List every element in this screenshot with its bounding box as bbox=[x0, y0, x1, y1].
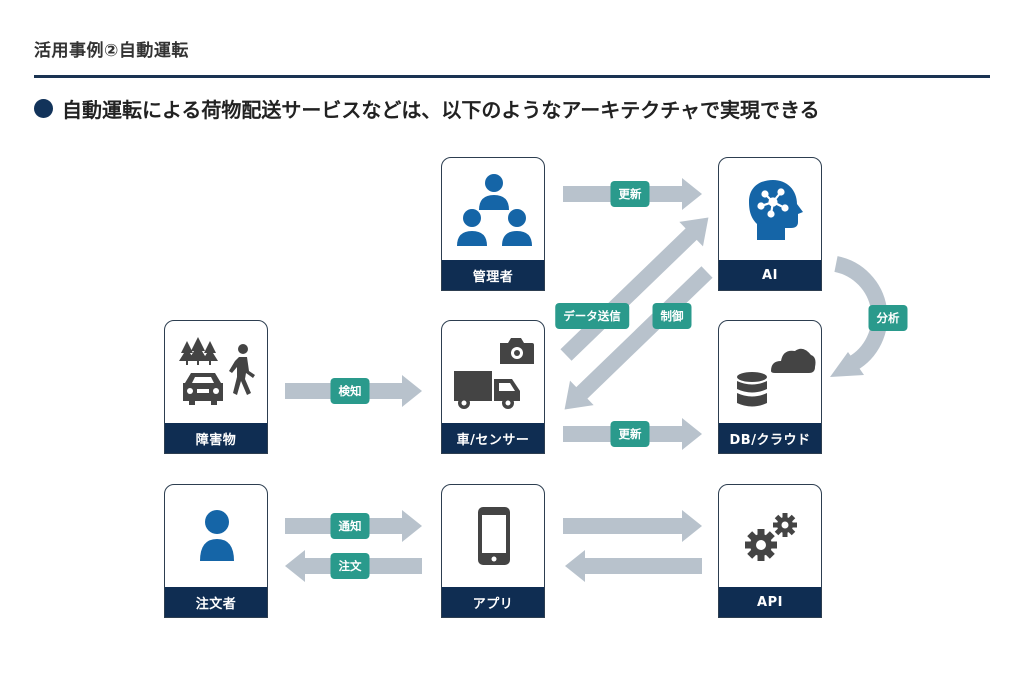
arrow-ai-to-vehicle bbox=[564, 266, 713, 410]
title-divider bbox=[34, 75, 990, 78]
edge-label-data-send: データ送信 bbox=[555, 303, 629, 329]
ai-head-icon bbox=[719, 158, 821, 261]
section-title: 活用事例②自動運転 bbox=[34, 41, 189, 61]
edge-label-control: 制御 bbox=[652, 303, 692, 329]
edge-label-notify: 通知 bbox=[330, 513, 370, 539]
obstacles-icon bbox=[165, 321, 267, 424]
person-icon bbox=[165, 485, 267, 588]
edge-label-update-ai: 更新 bbox=[610, 181, 650, 207]
headline-text: 自動運転による荷物配送サービスなどは、以下のようなアーキテクチャで実現できる bbox=[62, 98, 820, 122]
node-manager[interactable]: 管理者 bbox=[441, 157, 545, 291]
node-label: AI bbox=[719, 260, 821, 290]
headline: 自動運転による荷物配送サービスなどは、以下のようなアーキテクチャで実現できる bbox=[34, 94, 820, 123]
truck-camera-icon bbox=[442, 321, 544, 424]
node-label: 注文者 bbox=[165, 587, 267, 617]
node-label: 障害物 bbox=[165, 423, 267, 453]
database-cloud-icon bbox=[719, 321, 821, 424]
node-db[interactable]: DB/クラウド bbox=[718, 320, 822, 454]
node-customer[interactable]: 注文者 bbox=[164, 484, 268, 618]
arrow-app-to-api bbox=[563, 510, 702, 542]
node-vehicle[interactable]: 車/センサー bbox=[441, 320, 545, 454]
node-label: 管理者 bbox=[442, 260, 544, 290]
arrow-ai-to-db-head bbox=[830, 352, 864, 377]
gears-icon bbox=[719, 485, 821, 588]
edge-label-update-db: 更新 bbox=[610, 421, 650, 447]
node-obstacle[interactable]: 障害物 bbox=[164, 320, 268, 454]
node-ai[interactable]: AI bbox=[718, 157, 822, 291]
edge-label-analyze: 分析 bbox=[868, 305, 908, 331]
node-label: 車/センサー bbox=[442, 423, 544, 453]
node-label: アプリ bbox=[442, 587, 544, 617]
edge-label-order: 注文 bbox=[330, 553, 370, 579]
node-label: DB/クラウド bbox=[719, 423, 821, 453]
arrow-api-to-app bbox=[565, 550, 702, 582]
node-label: API bbox=[719, 587, 821, 617]
node-api[interactable]: API bbox=[718, 484, 822, 618]
node-app[interactable]: アプリ bbox=[441, 484, 545, 618]
edge-label-detect: 検知 bbox=[330, 378, 370, 404]
people-group-icon bbox=[442, 158, 544, 261]
smartphone-icon bbox=[442, 485, 544, 588]
bullet-icon bbox=[34, 99, 53, 118]
